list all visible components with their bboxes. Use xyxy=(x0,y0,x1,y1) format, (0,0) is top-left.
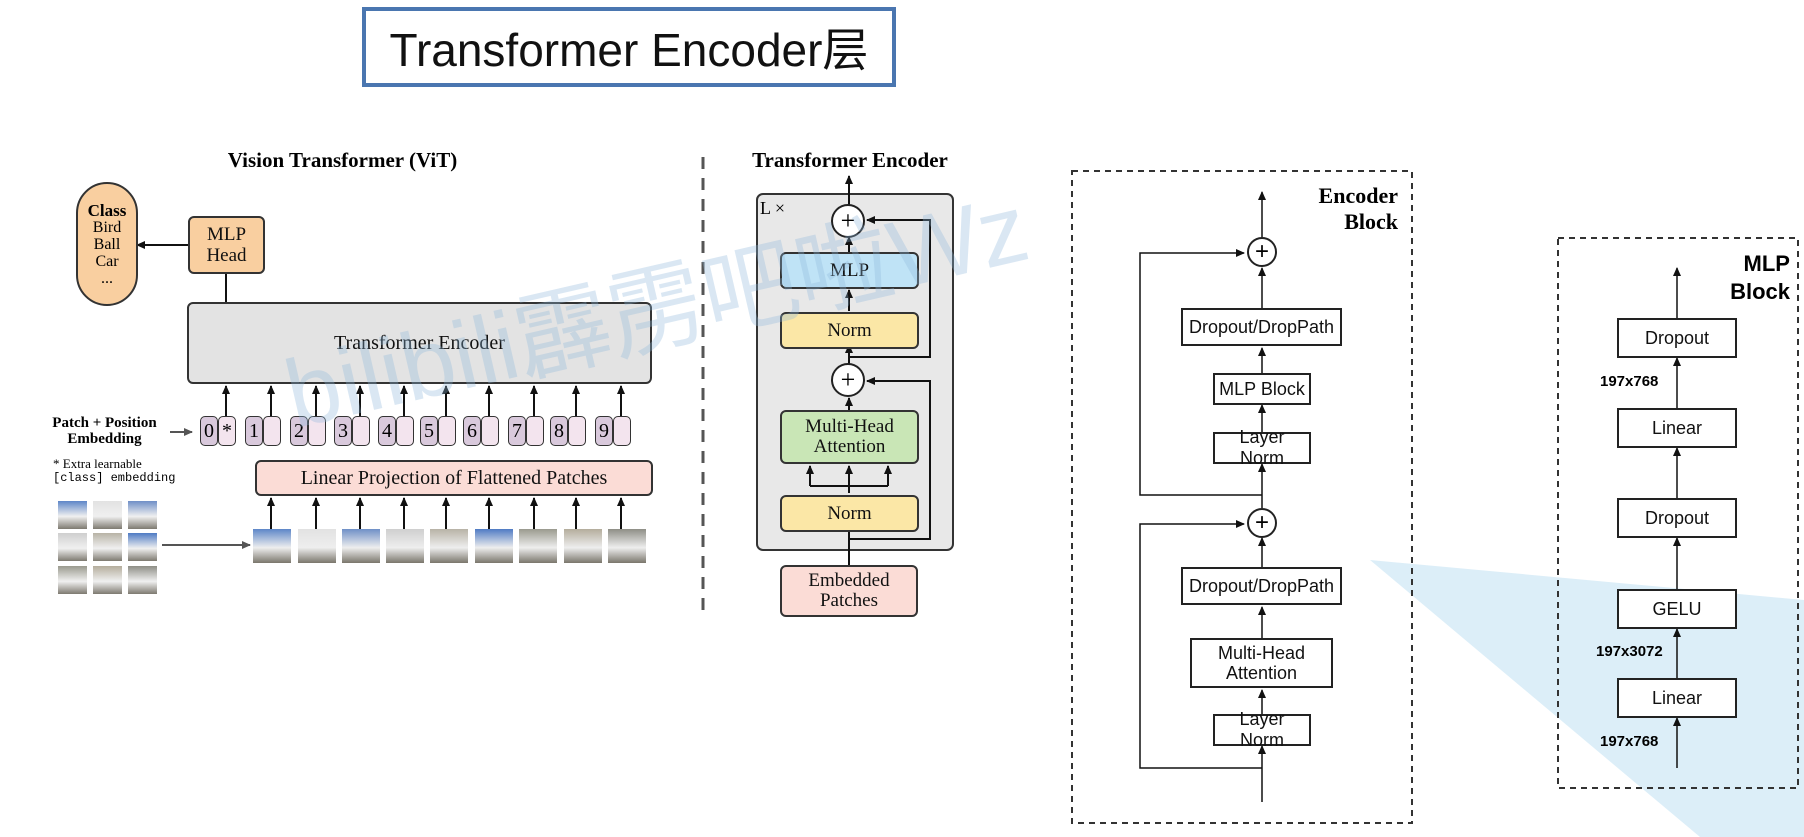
patch-token-embedding xyxy=(568,416,586,446)
mlp-head-box: MLP Head xyxy=(188,216,265,274)
flattened-patch-thumbnail xyxy=(342,529,380,563)
vit-transformer-encoder-box: Transformer Encoder xyxy=(187,302,652,384)
mlp-layer-linear-bottom: Linear xyxy=(1617,678,1737,718)
extra-learnable-note: * Extra learnable xyxy=(53,456,142,471)
encoder-attention-box: Multi-Head Attention xyxy=(780,410,919,464)
flattened-patch-thumbnail xyxy=(298,529,336,563)
dim-label-bottom: 197x768 xyxy=(1600,733,1659,750)
image-patch-thumbnail xyxy=(128,533,157,561)
token-position-label: 9 xyxy=(595,416,613,446)
image-patch-thumbnail xyxy=(93,566,122,594)
image-patch-thumbnail xyxy=(58,566,87,594)
slide-title: Transformer Encoder层 xyxy=(362,7,896,87)
class-output-box: Class Bird Ball Car ... xyxy=(76,182,138,306)
patch-token-embedding xyxy=(481,416,499,446)
token-position-label: 2 xyxy=(290,416,308,446)
image-patch-thumbnail xyxy=(93,533,122,561)
decorative-triangle xyxy=(1370,560,1804,837)
flattened-patch-thumbnail xyxy=(430,529,468,563)
class-embedding-note: [class] embedding xyxy=(53,471,176,485)
dim-label-top: 197x768 xyxy=(1600,373,1659,390)
mlp-block-box: MLP Block xyxy=(1213,373,1311,405)
encoder-heading: Transformer Encoder xyxy=(752,148,948,172)
class-token-embedding: * xyxy=(218,416,236,446)
flattened-patch-thumbnail xyxy=(564,529,602,563)
flattened-patch-thumbnail xyxy=(475,529,513,563)
token-position-label: 7 xyxy=(508,416,526,446)
class-item: Bird xyxy=(92,218,122,236)
token-position-label: 3 xyxy=(334,416,352,446)
flattened-patch-thumbnail xyxy=(253,529,291,563)
token-position-label: 8 xyxy=(550,416,568,446)
token-position-label: 5 xyxy=(420,416,438,446)
encoder-norm-bottom: Norm xyxy=(780,495,919,532)
class-item: Car xyxy=(95,252,119,270)
dim-label-mid: 197x3072 xyxy=(1596,643,1663,660)
image-patch-thumbnail xyxy=(128,566,157,594)
block-residual-add-top: + xyxy=(1247,237,1277,267)
mlp-layer-linear-top: Linear xyxy=(1617,408,1737,448)
patch-token-embedding xyxy=(613,416,631,446)
mlp-layer-dropout-bottom: Dropout xyxy=(1617,498,1737,538)
image-patch-thumbnail xyxy=(58,501,87,529)
flattened-patch-thumbnail xyxy=(519,529,557,563)
image-patch-thumbnail xyxy=(93,501,122,529)
dropout-droppath-top: Dropout/DropPath xyxy=(1181,308,1342,346)
residual-add-bottom: + xyxy=(831,363,865,397)
token-position-label: 6 xyxy=(463,416,481,446)
token-position-label: 4 xyxy=(378,416,396,446)
layer-norm-top: Layer Norm xyxy=(1213,427,1311,468)
encoder-mlp-box: MLP xyxy=(780,252,919,289)
patch-token-embedding xyxy=(263,416,281,446)
class-item: Ball xyxy=(93,235,121,253)
flattened-patch-thumbnail xyxy=(608,529,646,563)
layer-norm-bottom: Layer Norm xyxy=(1213,709,1311,750)
token-position-label: 0 xyxy=(200,416,218,446)
patch-token-embedding xyxy=(352,416,370,446)
block-residual-add-bottom: + xyxy=(1247,508,1277,538)
patch-position-embedding-label: Patch + Position Embedding xyxy=(52,415,157,447)
encoder-norm-top: Norm xyxy=(780,312,919,349)
dropout-droppath-bottom: Dropout/DropPath xyxy=(1181,567,1342,605)
mlp-block-title: MLP Block xyxy=(1730,251,1790,304)
patch-token-embedding xyxy=(308,416,326,446)
flattened-patch-thumbnail xyxy=(386,529,424,563)
mlp-layer-dropout-top: Dropout xyxy=(1617,318,1737,358)
vit-heading: Vision Transformer (ViT) xyxy=(227,148,458,172)
residual-add-top: + xyxy=(831,204,865,238)
patch-token-embedding xyxy=(438,416,456,446)
class-label: Class xyxy=(87,200,127,220)
block-attention-box: Multi-Head Attention xyxy=(1190,638,1333,688)
patch-token-embedding xyxy=(526,416,544,446)
linear-projection-box: Linear Projection of Flattened Patches xyxy=(255,460,653,496)
class-item: ... xyxy=(101,269,113,287)
repeat-label: L × xyxy=(760,198,785,218)
image-patch-thumbnail xyxy=(128,501,157,529)
token-position-label: 1 xyxy=(245,416,263,446)
embedded-patches-box: Embedded Patches xyxy=(780,565,918,617)
mlp-layer-gelu: GELU xyxy=(1617,589,1737,629)
patch-token-embedding xyxy=(396,416,414,446)
image-patch-thumbnail xyxy=(58,533,87,561)
encoder-block-title: Encoder Block xyxy=(1318,183,1398,234)
